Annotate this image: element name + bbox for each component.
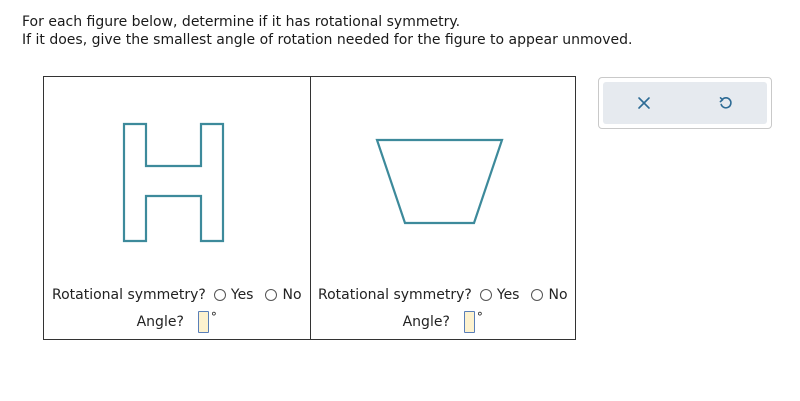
no-option[interactable]: No <box>265 287 302 303</box>
answer-toolbar <box>598 77 772 129</box>
clear-button[interactable] <box>624 85 664 121</box>
instruction-line-2: If it does, give the smallest angle of r… <box>22 32 633 48</box>
figure-cell-trapezoid: Rotational symmetry? Yes No Angle? ° <box>309 77 576 339</box>
yes-option[interactable]: Yes <box>479 287 520 303</box>
no-label: No <box>548 287 568 303</box>
angle-input[interactable] <box>463 311 475 333</box>
figure-cell-h: Rotational symmetry? Yes No Angle? ° <box>44 77 310 339</box>
trapezoid-outline <box>374 138 504 225</box>
symmetry-question-label: Rotational symmetry? <box>51 287 206 303</box>
no-radio[interactable] <box>265 289 278 301</box>
angle-input[interactable] <box>197 311 209 333</box>
trapezoid-figure <box>374 138 504 225</box>
yes-label: Yes <box>496 287 520 303</box>
toolbar-inner <box>603 82 767 124</box>
h-shape-figure <box>122 122 225 243</box>
angle-label: Angle? <box>136 314 184 330</box>
degree-symbol: ° <box>210 310 217 324</box>
no-radio[interactable] <box>531 289 544 301</box>
symmetry-question-row: Rotational symmetry? Yes No <box>44 287 310 303</box>
angle-label: Angle? <box>402 314 450 330</box>
yes-option[interactable]: Yes <box>213 287 254 303</box>
no-label: No <box>282 287 302 303</box>
figure-table: Rotational symmetry? Yes No Angle? ° Rot… <box>43 76 576 340</box>
yes-radio[interactable] <box>479 289 492 301</box>
h-shape-outline <box>122 122 225 243</box>
angle-row: Angle? ° <box>44 310 310 333</box>
instructions: For each figure below, determine if it h… <box>22 13 632 49</box>
yes-radio[interactable] <box>213 289 226 301</box>
degree-symbol: ° <box>476 310 483 324</box>
symmetry-question-label: Rotational symmetry? <box>317 287 472 303</box>
close-icon <box>638 97 650 109</box>
no-option[interactable]: No <box>531 287 568 303</box>
angle-row: Angle? ° <box>311 310 576 333</box>
symmetry-question-row: Rotational symmetry? Yes No <box>311 287 576 303</box>
yes-label: Yes <box>230 287 254 303</box>
instruction-line-1: For each figure below, determine if it h… <box>22 14 461 30</box>
undo-button[interactable] <box>706 85 746 121</box>
undo-icon <box>719 97 732 109</box>
